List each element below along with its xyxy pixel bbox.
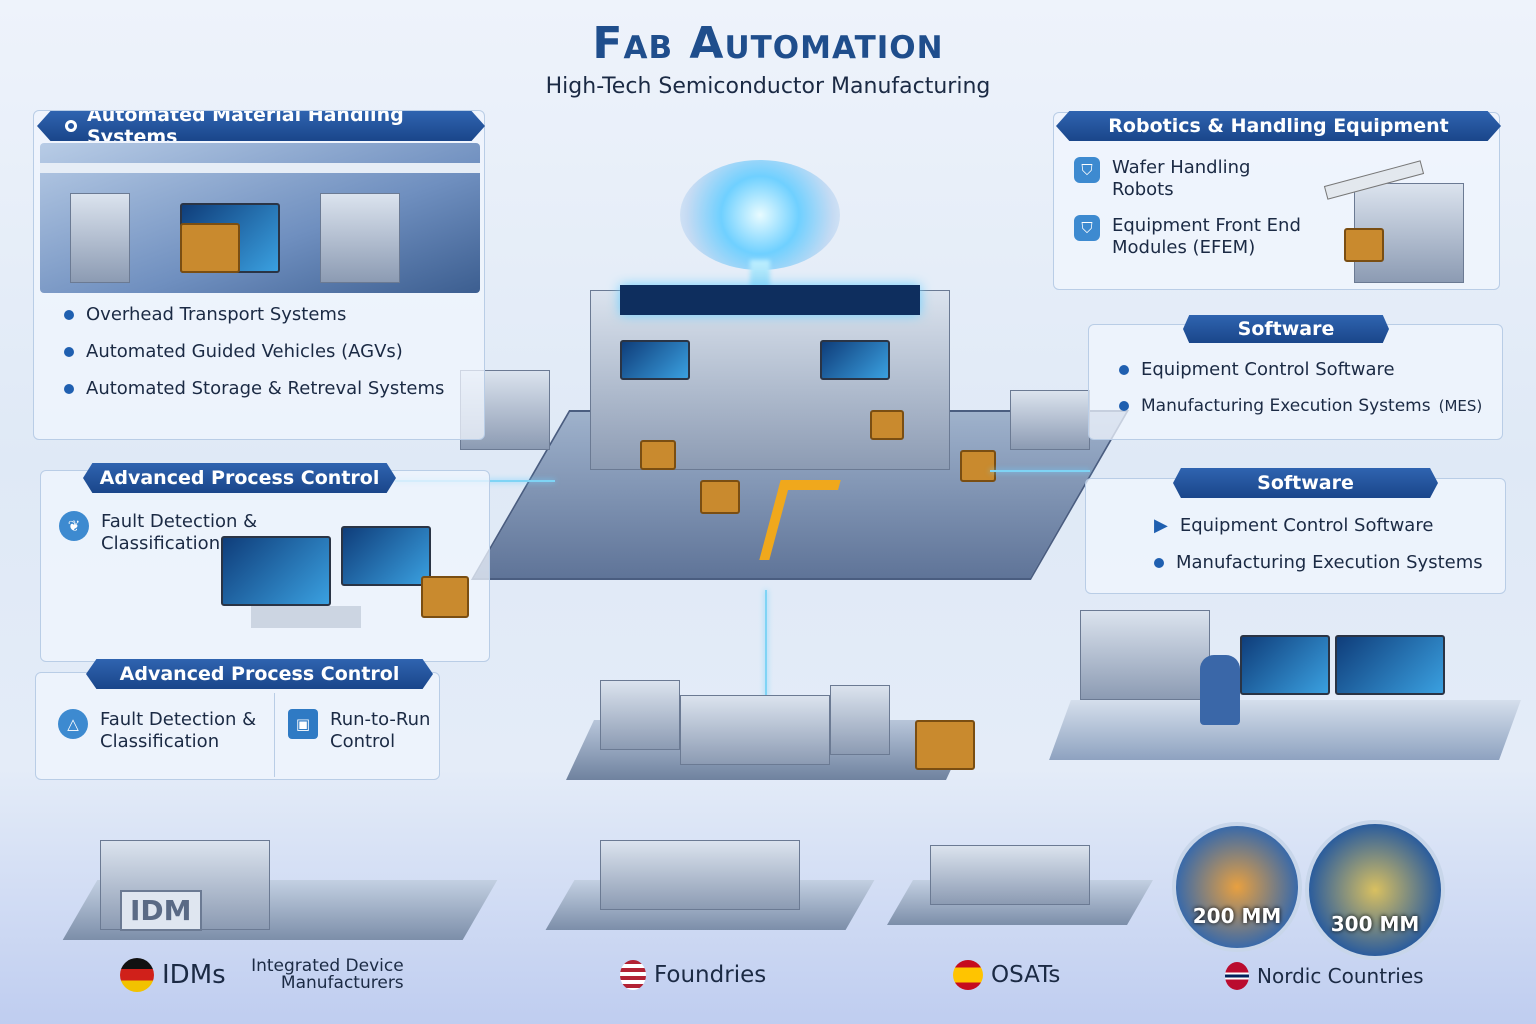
shield-icon: ⛉: [1074, 215, 1100, 241]
list-item: ❦ Fault Detection & Classification: [59, 511, 301, 555]
shield-icon: ⛉: [1074, 157, 1100, 183]
control-workstation-illustration: [191, 526, 481, 636]
apc-panel-2: Advanced Process Control △ Fault Detecti…: [35, 659, 440, 780]
list-item: Equipment Control Software: [1119, 359, 1482, 380]
wafer-200mm: 200 MM: [1172, 822, 1302, 952]
wafer-carrier: [960, 450, 996, 482]
apc1-header: Advanced Process Control: [83, 463, 396, 493]
amhs-title: Automated Material Handling Systems: [87, 104, 404, 148]
lower-fab-illustration: [560, 640, 980, 790]
gear-icon: [65, 120, 77, 132]
list-item: Automated Storage & Retreval Systems: [64, 378, 444, 399]
amhs-illustration: [40, 143, 480, 293]
software1-header: Software: [1183, 315, 1389, 343]
page-title: Fab Automation: [592, 18, 944, 69]
list-item: Manufacturing Execution Systems: [1154, 552, 1483, 573]
list-item: Overhead Transport Systems: [64, 304, 444, 325]
bottom-label-nordic: Nordic Countries: [1225, 962, 1424, 990]
usa-flag-icon: [620, 960, 646, 990]
germany-flag-icon: [120, 958, 154, 992]
bottom-label-osats: OSATs: [953, 960, 1060, 990]
page-subtitle: High-Tech Semiconductor Manufacturing: [545, 74, 991, 99]
software-panel-1: Software Equipment Control Software Manu…: [1088, 315, 1503, 440]
norway-flag-icon: [1225, 962, 1249, 990]
list-item: Automated Guided Vehicles (AGVs): [64, 341, 444, 362]
amhs-header: Automated Material Handling Systems: [37, 111, 485, 141]
wafer-carrier: [700, 480, 740, 514]
leaf-icon: ❦: [59, 511, 89, 541]
software-panel-2: Software ▶Equipment Control Software Man…: [1085, 468, 1506, 594]
control-room-illustration: [1049, 610, 1521, 780]
spain-flag-icon: [953, 960, 983, 990]
list-item: ▶Equipment Control Software: [1154, 515, 1434, 536]
operator: [1200, 655, 1240, 725]
wafer-carrier: [870, 410, 904, 440]
osat-illustration: [880, 825, 1153, 935]
control-device-icon: ▣: [288, 709, 318, 739]
wafer-carrier: [640, 440, 676, 470]
list-item: ⛉ Wafer Handling Robots: [1074, 157, 1312, 201]
warning-triangle-icon: △: [58, 709, 88, 739]
robotics-panel: Robotics & Handling Equipment ⛉ Wafer Ha…: [1053, 111, 1501, 290]
list-item: △ Fault Detection & Classification: [58, 709, 260, 753]
list-item: ▣ Run-to-Run Control: [288, 709, 450, 753]
idm-sign: IDM: [120, 890, 202, 931]
apc2-header: Advanced Process Control: [86, 659, 433, 689]
bottom-label-foundries: Foundries: [620, 960, 766, 990]
amhs-panel: Automated Material Handling Systems Over…: [33, 110, 485, 440]
bottom-label-idms: IDMs Integrated Device Manufacturers: [120, 958, 404, 992]
list-item: ⛉ Equipment Front End Modules (EFEM): [1074, 215, 1332, 259]
idm-fab-illustration: IDM: [60, 820, 500, 950]
apc-panel-1: Advanced Process Control ❦ Fault Detecti…: [40, 463, 490, 662]
wafer-300mm: 300 MM: [1305, 820, 1445, 960]
software2-header: Software: [1173, 468, 1438, 498]
foundry-illustration: [540, 820, 875, 940]
robotics-header: Robotics & Handling Equipment: [1056, 111, 1501, 141]
ai-brain-icon: [680, 160, 840, 270]
list-item: Manufacturing Execution Systems(MES): [1119, 396, 1482, 416]
central-fab-illustration: [440, 140, 1130, 620]
efem-robot-illustration: [1323, 153, 1494, 283]
